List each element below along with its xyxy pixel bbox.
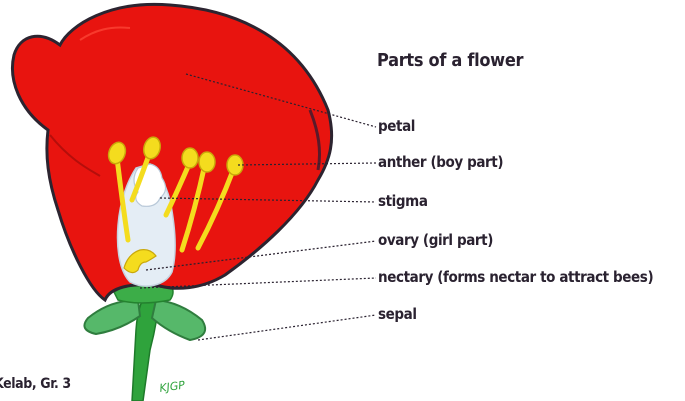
label-sepal: sepal <box>378 305 417 323</box>
sepal-left <box>84 300 140 334</box>
leader-sepal <box>198 315 376 340</box>
signature: KJGP <box>159 378 187 394</box>
anther <box>227 155 243 175</box>
label-stigma: stigma <box>378 192 428 210</box>
sepal-right <box>152 300 205 340</box>
anther <box>182 148 198 168</box>
label-anther: anther (boy part) <box>378 153 503 171</box>
label-nectary: nectary (forms nectar to attract bees) <box>378 268 653 286</box>
label-ovary: ovary (girl part) <box>378 231 493 249</box>
label-petal: petal <box>378 117 415 135</box>
diagram-title: Parts of a flower <box>377 50 523 71</box>
artist-credit: Kelab, Gr. 3 <box>0 376 71 392</box>
anther <box>199 152 215 172</box>
